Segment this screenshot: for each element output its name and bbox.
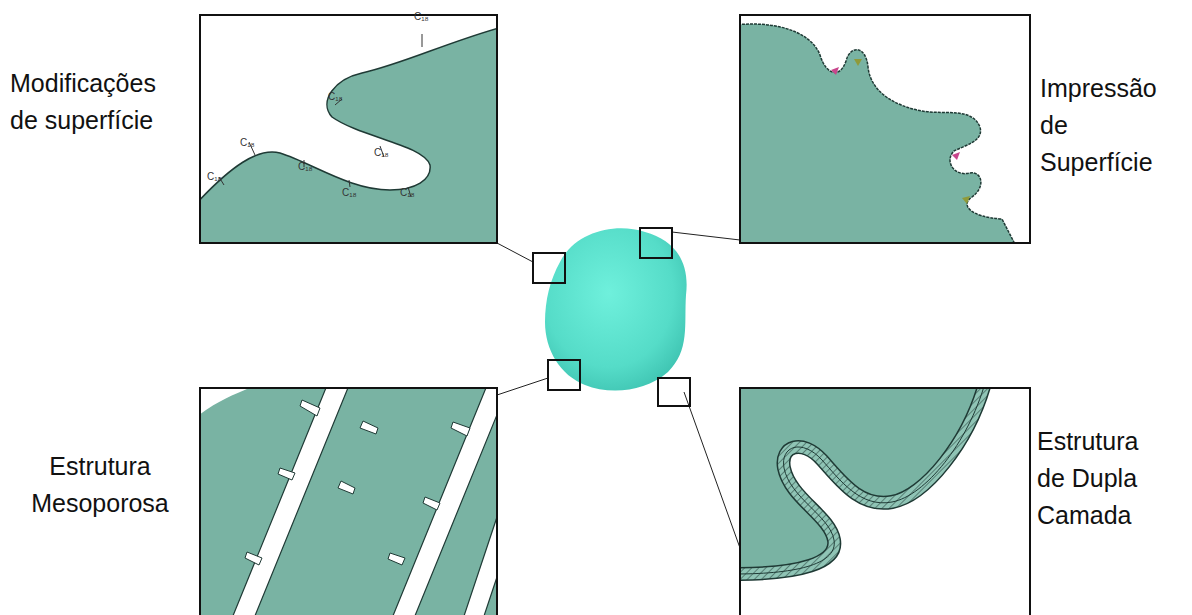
panel-node: Estrutura de Dupla Camada	[740, 388, 1188, 615]
label-holder: C₁₈	[374, 142, 389, 160]
surface-imprinting-panel	[735, 15, 1030, 250]
label-holder: C₁₈	[207, 166, 222, 184]
double-layer-panel	[735, 383, 1030, 615]
chain-label: C₁₈	[240, 137, 255, 148]
chain-label: C₁₈	[342, 187, 357, 198]
panel-heading: Modificações de superfície	[10, 65, 185, 139]
panel-node: Modificações de superfície	[5, 15, 497, 243]
panel-node: Impressão de Superfície	[740, 15, 1188, 243]
panel-heading: Estrutura Mesoporosa	[5, 448, 195, 522]
particle	[545, 228, 687, 390]
label-holder: C₁₈	[400, 182, 415, 200]
chain-label: C₁₈	[374, 147, 389, 158]
panel-heading: Impressão de Superfície	[1040, 70, 1175, 181]
chain-label: C₁₈	[207, 171, 222, 182]
chain-label: C₁₈	[414, 11, 429, 22]
zoom-markers	[533, 228, 690, 406]
label-holder: C₁₈	[414, 6, 429, 24]
label-holder: C₁₈	[342, 182, 357, 200]
panel-heading: Estrutura de Dupla Camada	[1037, 423, 1172, 534]
label-holder: C₁₈	[298, 156, 313, 174]
chain-label: C₁₈	[400, 187, 415, 198]
label-holder: C₁₈	[240, 132, 255, 150]
panel-node: Estrutura Mesoporosa	[5, 388, 497, 615]
surface-modification-panel	[195, 15, 502, 250]
label-holder: C₁₈	[328, 86, 343, 104]
mesoporous-panel	[195, 378, 530, 615]
chain-label: C₁₈	[298, 161, 313, 172]
chain-label: C₁₈	[328, 91, 343, 102]
